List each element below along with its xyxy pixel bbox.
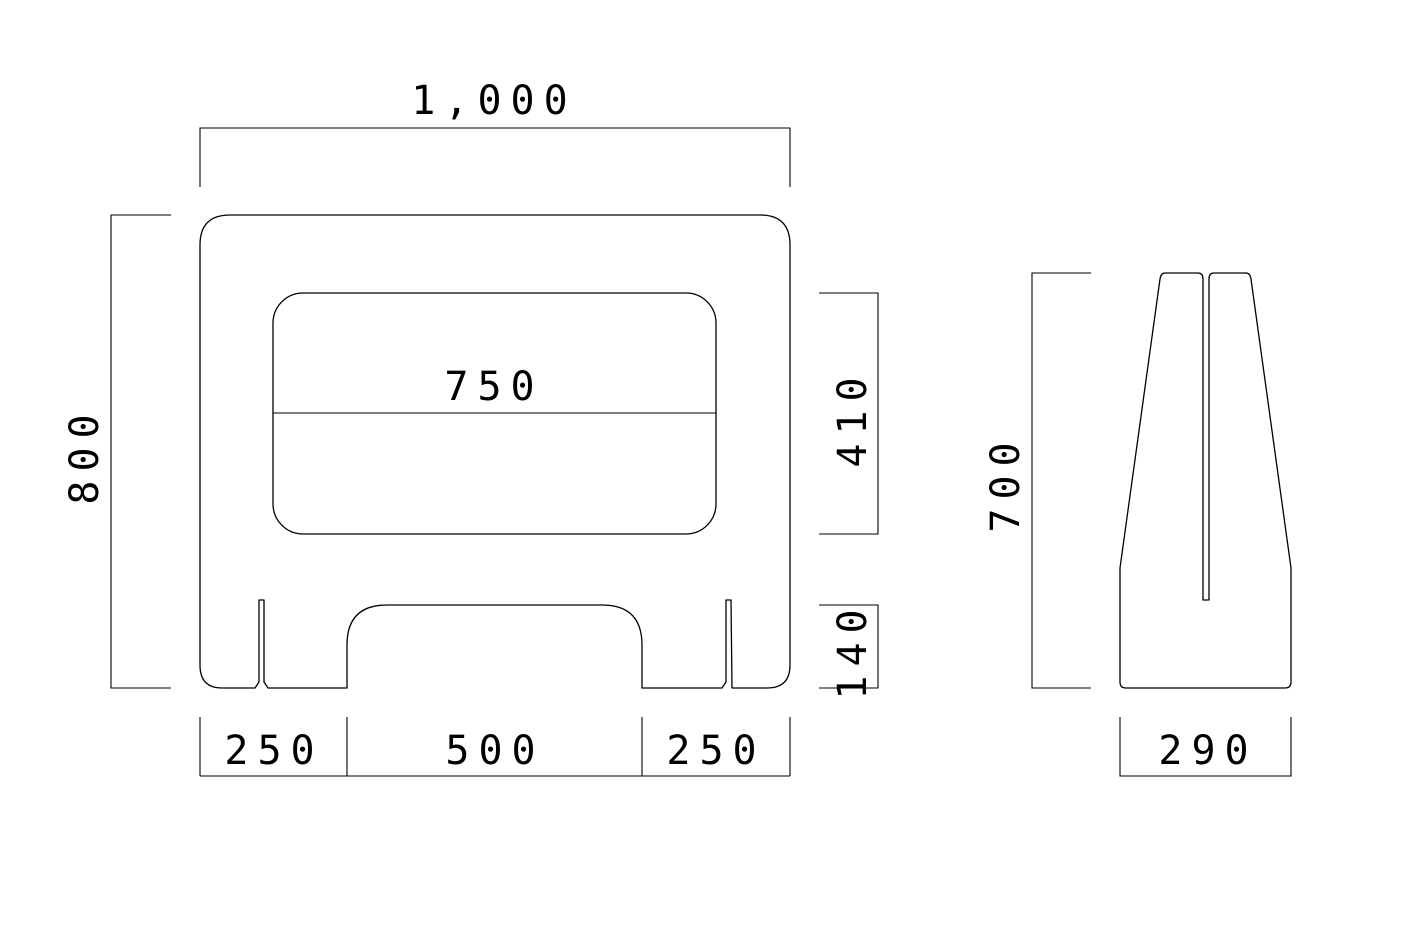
opening-height-dimension: 410 — [819, 292, 879, 535]
foot-cutout-label: 140 — [830, 600, 876, 699]
side-height-label: 700 — [983, 433, 1029, 532]
front-panel-outline — [199, 214, 791, 689]
base-left-label: 250 — [224, 728, 323, 774]
overall-height-dimension: 800 — [62, 214, 171, 689]
front-view: 750 1,000 800 410 140 250 — [62, 78, 879, 777]
side-view: 700 290 — [983, 272, 1292, 777]
overall-width-label: 1,000 — [411, 78, 576, 124]
overall-height-label: 800 — [62, 405, 108, 504]
side-width-label: 290 — [1158, 728, 1257, 774]
opening-width-label: 750 — [444, 364, 543, 410]
side-height-dimension: 700 — [983, 272, 1091, 689]
overall-width-dimension: 1,000 — [199, 78, 791, 187]
foot-cutout-dimension: 140 — [819, 600, 879, 700]
base-center-label: 500 — [445, 728, 544, 774]
side-panel-outline — [1119, 272, 1292, 689]
side-width-dimension: 290 — [1119, 717, 1292, 777]
base-right-label: 250 — [666, 728, 765, 774]
base-width-dimensions: 250 500 250 — [199, 717, 791, 777]
opening-height-label: 410 — [830, 368, 876, 467]
